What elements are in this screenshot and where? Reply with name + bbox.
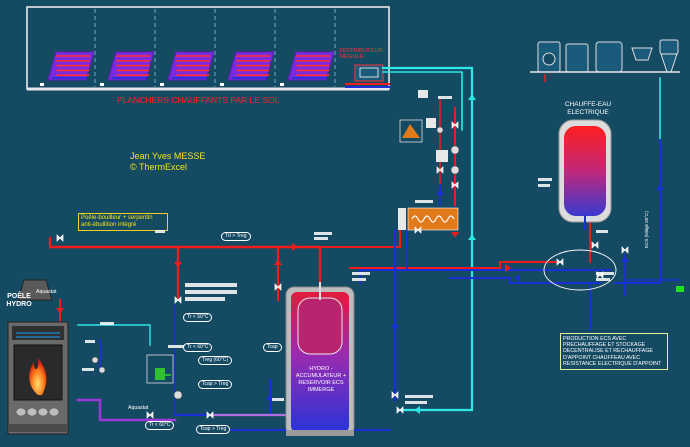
valve (206, 411, 214, 419)
floor-coil (227, 51, 275, 81)
valve (451, 121, 459, 129)
small-label-block (100, 322, 114, 325)
aquastat-tag: Aquastat (36, 289, 57, 295)
small-label-block (538, 184, 550, 187)
small-label-block (314, 232, 332, 235)
pumps (91, 126, 460, 400)
mixing-valve (146, 354, 174, 384)
valve (56, 234, 64, 242)
stove (7, 279, 69, 435)
flow-arrow (656, 184, 664, 190)
small-label-block (272, 398, 284, 401)
water-heater (558, 119, 612, 230)
valve (146, 411, 154, 419)
floor-room (26, 6, 390, 91)
small-label-block (596, 230, 608, 233)
small-label-block (438, 96, 452, 99)
small-label-block (352, 272, 370, 275)
flow-arrow (468, 234, 476, 240)
ecs-side-label: ECS (Mitigé 60°C) (644, 211, 649, 248)
small-label-block (185, 290, 237, 294)
flow-arrow (621, 256, 629, 262)
flow-arrow (436, 189, 444, 195)
flow-arrow (292, 243, 298, 251)
small-label-block (168, 345, 184, 348)
flow-arrow (174, 262, 182, 268)
valve (621, 246, 629, 254)
pill-td-treg: Td > Treg (221, 232, 251, 241)
floor-coil (167, 51, 215, 81)
valve (414, 226, 422, 234)
valve (556, 258, 564, 266)
flow-arrow (391, 325, 399, 331)
flow-arrow (505, 264, 511, 272)
floor-coil (47, 51, 95, 81)
distributor-label: DISTRIBUTEUR REGULE (340, 48, 383, 60)
flow-arrow (414, 406, 420, 414)
tank-label: HYDRO - ACCUMULATEUR + RESERVOIR ECS IMM… (295, 366, 347, 393)
floor-coil (287, 51, 335, 81)
small-label-block (538, 178, 552, 181)
distributor (345, 64, 390, 88)
pill-tr-50: Tr < 50°C (183, 313, 213, 322)
floor-coil (107, 51, 155, 81)
mixing-zone (543, 249, 617, 291)
flow-arrow (56, 308, 64, 314)
valve (391, 391, 399, 399)
small-label-block (405, 401, 427, 404)
small-label-block (596, 278, 610, 281)
flow-arrow (468, 94, 476, 100)
small-label-block (415, 200, 433, 203)
plate-exchanger (398, 207, 459, 231)
small-label-block (185, 283, 237, 287)
aquastat-tag-2: Aquastat (128, 405, 149, 411)
pill-tcap: Tcap > Treg (198, 380, 233, 389)
accumulator-tank (285, 282, 355, 436)
pill-tcap-small: Tcap (263, 343, 282, 352)
regulation-module (399, 90, 448, 162)
valve (174, 296, 182, 304)
valve (396, 406, 404, 414)
valve (436, 166, 444, 174)
author: Jean Yves MESSE (130, 151, 206, 161)
water-heater-label: CHAUFFE-EAU ELECTRIQUE (564, 101, 612, 116)
production-note: PRODUCTION ECS AVEC PRECHAUFFAGE ET STOC… (560, 333, 668, 371)
status-led (676, 286, 684, 292)
small-label-block (352, 278, 366, 281)
pill-tr-60: Tr < 60°C (183, 343, 213, 352)
small-label-block (85, 340, 95, 343)
floor-heating-title: PLANCHERS CHAUFFANTS PAR LE SOL (117, 95, 280, 105)
valve (591, 241, 599, 249)
stove-label: POÊLE HYDRO (6, 293, 32, 308)
small-label-block (82, 368, 94, 371)
valve (451, 181, 459, 189)
small-label-block (596, 272, 614, 275)
small-label-block (314, 237, 328, 240)
small-label-block (155, 230, 165, 233)
copyright: © ThermExcel (130, 162, 187, 172)
boiler-note: Poêle-bouilleur + serpentin anti-ébullit… (78, 213, 168, 231)
pill-tcap-2: Tcap > Treg (196, 425, 231, 434)
pill-tr-60-bottom: Tr < 60°C (145, 421, 175, 430)
flow-arrow (514, 274, 520, 282)
flow-arrow (274, 259, 282, 265)
appliances (530, 39, 680, 82)
small-label-block (405, 395, 433, 398)
pill-treg-60: Treg (60°C) (198, 356, 232, 365)
flow-arrow (451, 232, 459, 238)
valve (274, 283, 282, 291)
small-label-block (185, 297, 225, 301)
